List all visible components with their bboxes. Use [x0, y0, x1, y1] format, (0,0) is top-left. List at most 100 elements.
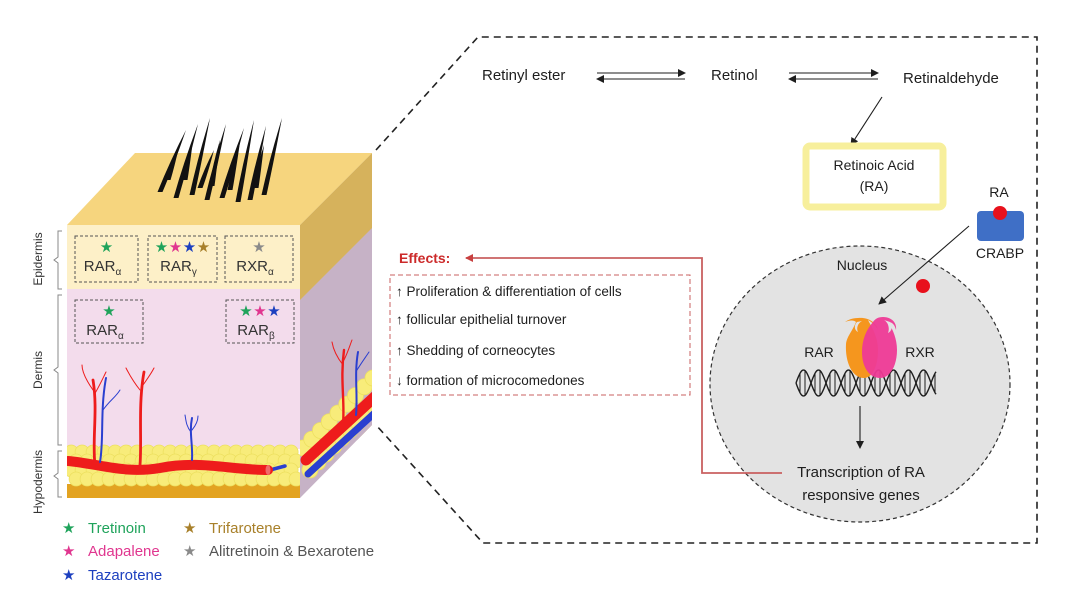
nucleus-label: Nucleus	[837, 257, 888, 273]
vessel-branch	[184, 414, 192, 433]
transcription-label-line2: responsive genes	[802, 487, 920, 504]
equilibrium-arrow-2	[788, 69, 879, 83]
vessel-branch	[343, 339, 353, 361]
transcription-label-line1: Transcription of RA	[797, 464, 925, 481]
crabp-label: CRABP	[976, 245, 1024, 261]
blood-vessels	[67, 364, 287, 475]
legend-label-adapalene: Adapalene	[88, 543, 160, 560]
receptor-box-epi-rar-alpha: ★ RARα	[74, 235, 139, 283]
hypodermis-base	[67, 484, 300, 498]
vessel-branch	[102, 389, 121, 411]
rar-label: RAR	[804, 344, 834, 360]
drug-star-adapalene: ★	[169, 239, 182, 256]
legend-label-tretinoin: Tretinoin	[88, 520, 146, 537]
crabp-to-receptor-arrow	[878, 225, 970, 305]
vessel-branch	[331, 341, 344, 366]
effect-item: ↑ Proliferation & differentiation of cel…	[396, 284, 622, 299]
legend-star-trifarotene: ★	[183, 520, 196, 537]
vessel-branch	[191, 415, 199, 431]
hair	[227, 142, 240, 190]
receptor-label: RARβ	[237, 322, 275, 342]
legend-star-alitretinoin-bexarotene: ★	[183, 543, 196, 560]
retinol-label: Retinol	[711, 67, 758, 84]
skin-top-face	[67, 153, 372, 225]
epidermis-label: Epidermis	[31, 232, 45, 285]
free-ra-molecule	[916, 279, 930, 293]
retinoid-metabolism-pathway: Retinyl ester Retinol Retinaldehyde Reti…	[482, 67, 1024, 523]
vessel-branch	[99, 377, 107, 463]
retinaldehyde-to-ra-arrow	[850, 96, 883, 146]
hair-follicles	[157, 118, 282, 202]
retinoic-acid-label: Retinoic Acid	[834, 157, 915, 173]
receptor-box-der-rar-alpha: ★ RARα	[74, 299, 144, 344]
fat-cell	[288, 471, 300, 487]
receptor-label: RXRα	[236, 258, 274, 278]
hair	[209, 140, 220, 186]
dermis-label: Dermis	[31, 351, 45, 389]
skin-cross-section: ★RARα★★★★RARγ★RXRα★RARα★★★RARβ Epidermis…	[31, 118, 372, 514]
receptor-label: RARα	[84, 258, 122, 278]
vessel-branch	[81, 364, 94, 391]
vessel-branch	[142, 367, 155, 386]
drug-star-trifarotene: ★	[197, 239, 210, 256]
hair	[182, 140, 193, 180]
vessel-branch	[355, 351, 359, 416]
effects-title: Effects:	[399, 250, 450, 266]
drug-star-tazarotene: ★	[183, 239, 196, 256]
drug-star-alitretinoin_bexarotene: ★	[252, 239, 265, 256]
retinoic-acid-abbrev: (RA)	[860, 178, 889, 194]
vessel-branch	[91, 378, 97, 467]
receptor-box-der-rar-beta: ★★★RARβ	[225, 299, 295, 344]
artery-end	[265, 465, 271, 475]
vessel-branch	[138, 370, 146, 467]
receptor-box-epi-rxr-alpha: ★ RXRα	[224, 235, 294, 283]
dna-strand	[795, 369, 937, 397]
legend-star-adapalene: ★	[62, 543, 75, 560]
retinoic-acid-box	[802, 142, 947, 211]
drug-star-tretinoin: ★	[155, 239, 168, 256]
side-vein	[304, 404, 372, 478]
receptor-label: RARγ	[160, 258, 197, 278]
vessel-branch	[93, 371, 107, 396]
effect-item: ↑ Shedding of corneocytes	[396, 343, 555, 358]
drug-star-tretinoin: ★	[100, 239, 113, 256]
retinaldehyde-label: Retinaldehyde	[903, 70, 999, 87]
receptor-label: RARα	[86, 322, 124, 342]
hair	[189, 118, 210, 195]
drug-star-tretinoin: ★	[102, 303, 115, 320]
legend-label-alitretinoin-bexarotene: Alitretinoin & Bexarotene	[209, 543, 374, 560]
drug-star-tazarotene: ★	[267, 303, 280, 320]
vessel-branch	[356, 351, 370, 371]
transcription-to-effects-connector	[465, 254, 782, 474]
hair	[165, 142, 180, 180]
vessel-branch	[341, 348, 346, 427]
vessel-branch	[125, 367, 141, 391]
skin-front-face	[67, 225, 300, 498]
hair	[197, 150, 214, 188]
skin-side-face	[300, 153, 372, 498]
hair	[235, 120, 254, 202]
dermis-front	[67, 289, 300, 449]
rar-binding-notch	[854, 321, 862, 332]
legend-star-tazarotene: ★	[62, 567, 75, 584]
layer-braces	[53, 230, 62, 498]
rxr-label: RXR	[905, 344, 935, 360]
effects-box	[389, 274, 691, 396]
drug-legend: ★ Tretinoin ★ Adapalene ★ Tazarotene ★ T…	[62, 520, 374, 584]
hair	[247, 126, 266, 200]
crabp-bound-ra	[993, 206, 1007, 220]
dna-helix	[795, 369, 937, 397]
hair	[253, 145, 264, 188]
legend-label-trifarotene: Trifarotene	[209, 520, 281, 537]
legend-label-tazarotene: Tazarotene	[88, 567, 162, 584]
crabp-ra-label: RA	[989, 184, 1009, 200]
drug-star-tretinoin: ★	[239, 303, 252, 320]
hypodermis-label: Hypodermis	[31, 450, 45, 514]
effect-item: ↑ follicular epithelial turnover	[396, 312, 567, 327]
rxr-receptor	[862, 317, 897, 378]
vessel-branch	[189, 417, 194, 461]
crabp-protein	[977, 211, 1024, 241]
hair	[261, 118, 282, 195]
hair	[173, 124, 198, 198]
